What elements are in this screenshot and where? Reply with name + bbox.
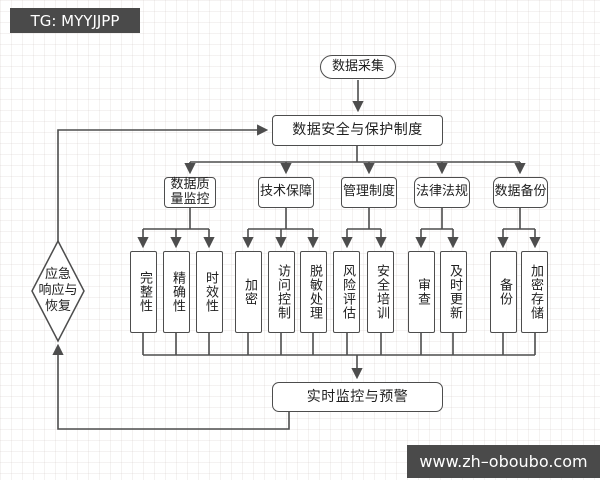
node-child-encrypted-storage: 加密存储 [521,251,548,333]
decision-diamond-shape [31,239,85,343]
node-child-encryption: 加密 [235,251,262,333]
node-data-collection: 数据采集 [320,55,396,79]
arrow-monitor-to-decision [52,343,290,430]
watermark-top-left: TG: MYYJJPP [10,8,140,33]
node-category-data-backup: 数据备份 [493,177,548,208]
node-child-access-control: 访问控制 [268,251,295,333]
node-category-technical-support: 技术保障 [258,177,314,208]
node-category-laws-regulations: 法律法规 [414,177,470,208]
node-category-data-quality-monitoring: 数据质量监控 [164,177,216,208]
node-child-accuracy: 精确性 [163,251,190,333]
node-child-desensitization: 脱敏处理 [300,251,327,333]
node-child-timely-update: 及时更新 [440,251,467,333]
node-data-security-policy: 数据安全与保护制度 [272,115,443,146]
node-child-security-training: 安全培训 [367,251,394,333]
arrow-decision-to-main [57,124,269,241]
node-child-review: 审查 [408,251,435,333]
node-emergency-response-recovery: 应急 响应与 恢复 [38,267,78,314]
node-child-integrity: 完整性 [130,251,157,333]
node-child-risk-assessment: 风险评估 [333,251,360,333]
node-category-management-system: 管理制度 [341,177,397,208]
node-child-backup: 备份 [490,251,517,333]
node-realtime-monitoring-warning: 实时监控与预警 [272,382,443,412]
node-child-timeliness: 时效性 [196,251,223,333]
watermark-bottom-right: www.zh–oboubo.com [407,445,600,478]
